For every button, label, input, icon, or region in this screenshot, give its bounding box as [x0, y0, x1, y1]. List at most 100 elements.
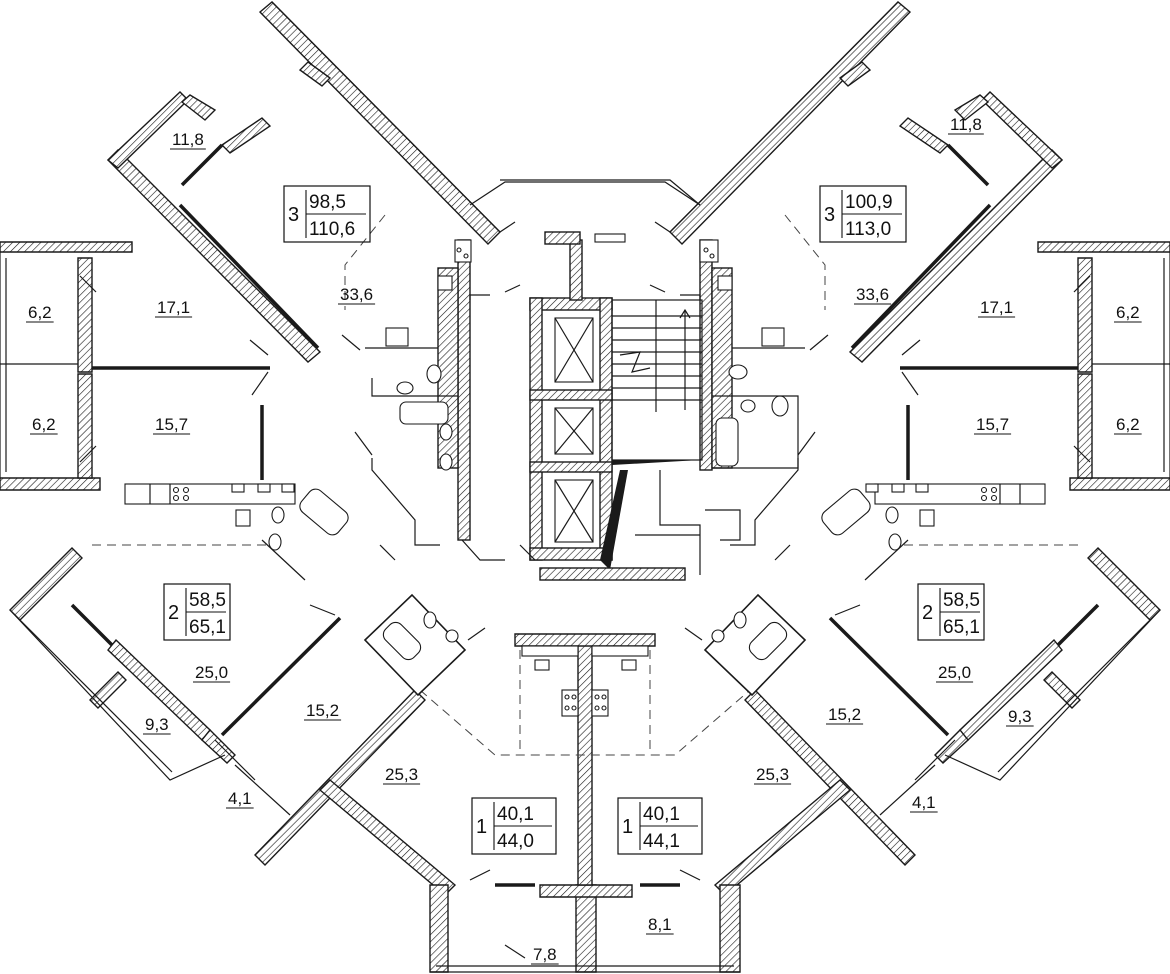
room-area-label: 25,0 [193, 663, 231, 683]
apartment-rooms: 1 [622, 816, 633, 838]
bathroom-bottom-left [363, 593, 467, 697]
room-area: 11,8 [950, 115, 982, 134]
apartment-rooms: 3 [824, 204, 835, 226]
room-area-label: 15,7 [974, 415, 1012, 435]
room-area: 4,1 [228, 789, 252, 808]
room-area-label: 6,2 [1114, 303, 1142, 323]
interior-partitions [92, 203, 1078, 737]
room-area-label: 15,7 [153, 415, 191, 435]
room-area: 6,2 [1116, 415, 1140, 434]
room-area-label: 17,1 [155, 298, 193, 318]
room-area: 6,2 [28, 303, 52, 322]
apartment-living-area: 58,5 [943, 590, 980, 611]
room-area: 17,1 [157, 298, 190, 317]
room-area: 25,3 [385, 765, 418, 784]
room-area-label: 11,8 [170, 130, 206, 150]
room-area-label: 15,2 [304, 701, 342, 721]
apartment-tag-box [819, 185, 907, 243]
room-area: 15,7 [976, 415, 1009, 434]
apartment-total-area: 44,1 [643, 831, 680, 852]
apartment-rooms: 1 [476, 816, 487, 838]
apartment-living-area: 58,5 [189, 590, 226, 611]
kitchen-right [821, 483, 1046, 581]
room-area-label: 4,1 [910, 793, 938, 813]
room-area: 33,6 [340, 285, 373, 304]
apartment-tag-box [471, 797, 557, 855]
room-area: 25,3 [756, 765, 789, 784]
apartment-living-area: 100,9 [845, 192, 893, 213]
apartment-total-area: 113,0 [845, 219, 891, 240]
room-area: 15,7 [155, 415, 188, 434]
room-area-label: 15,2 [826, 705, 864, 725]
apartment-tag-box [917, 583, 985, 641]
apartment-tags: 3 98,5 110,6 3 100,9 113,0 2 58,5 65,1 2 58,5 65,1 1… [163, 185, 985, 855]
room-area: 15,2 [306, 701, 339, 720]
room-area-label: 7,8 [531, 945, 559, 965]
room-area: 9,3 [1008, 707, 1032, 726]
bathroom-bottom-right [703, 593, 807, 697]
core [457, 231, 713, 581]
room-area: 17,1 [980, 298, 1013, 317]
bathroom-top-left [371, 239, 472, 471]
kitchen-left [124, 483, 349, 581]
room-area: 15,2 [828, 705, 861, 724]
room-area-label: 25,0 [936, 663, 974, 683]
apartment-living-area: 98,5 [309, 192, 346, 213]
room-area: 25,0 [195, 663, 228, 682]
apartment-tag-box [163, 583, 231, 641]
apartment-rooms: 3 [288, 204, 299, 226]
room-area-label: 11,8 [948, 115, 984, 135]
room-area-label: 25,3 [754, 765, 792, 785]
apartment-total-area: 65,1 [189, 617, 226, 638]
room-area-label: 17,1 [978, 298, 1016, 318]
room-area: 11,8 [172, 130, 204, 149]
apartment-tag: 3 100,9 113,0 [819, 185, 907, 243]
kitchen-bottom [521, 645, 649, 717]
room-area-label: 33,6 [854, 285, 892, 305]
room-area-label: 6,2 [30, 415, 58, 435]
room-area-label: 33,6 [338, 285, 376, 305]
apartment-rooms: 2 [922, 602, 933, 624]
apartment-tag: 2 58,5 65,1 [917, 583, 985, 641]
room-area-label: 8,1 [646, 915, 674, 935]
apartment-tag: 1 40,1 44,0 [471, 797, 557, 855]
elevator-1 [554, 317, 594, 383]
apartment-total-area: 110,6 [309, 219, 355, 240]
apartment-tag-box [617, 797, 703, 855]
room-area-label: 25,3 [383, 765, 421, 785]
apartment-tag: 2 58,5 65,1 [163, 583, 231, 641]
apartment-living-area: 40,1 [497, 804, 534, 825]
door-swings [79, 221, 1091, 959]
apartment-tag: 3 98,5 110,6 [283, 185, 371, 243]
hall-walls [371, 294, 799, 561]
room-area-label: 9,3 [1006, 707, 1034, 727]
room-area: 7,8 [533, 945, 557, 964]
stairwell [611, 299, 703, 461]
apartment-total-area: 65,1 [943, 617, 980, 638]
room-area: 8,1 [648, 915, 672, 934]
hall-dashed [92, 214, 1078, 756]
elevator-3 [554, 479, 594, 543]
room-area-label: 4,1 [226, 789, 254, 809]
room-area-label: 6,2 [1114, 415, 1142, 435]
room-area-label: 9,3 [143, 715, 171, 735]
room-area: 9,3 [145, 715, 169, 734]
apartment-living-area: 40,1 [643, 804, 680, 825]
windows [70, 143, 1100, 887]
apartment-tag-box [283, 185, 371, 243]
elevator-2 [554, 407, 594, 455]
room-area-label: 6,2 [26, 303, 54, 323]
room-area: 6,2 [32, 415, 56, 434]
room-area: 33,6 [856, 285, 889, 304]
apartment-tag: 1 40,1 44,1 [617, 797, 703, 855]
room-area: 4,1 [912, 793, 936, 812]
apartment-rooms: 2 [168, 602, 179, 624]
bathroom-top-right [699, 239, 799, 469]
room-area: 6,2 [1116, 303, 1140, 322]
apartment-total-area: 44,0 [497, 831, 534, 852]
room-area: 25,0 [938, 663, 971, 682]
room-labels: 11,8 11,8 33,6 33,6 17,1 17,1 6,2 6,2 15,7 15,7 6,… [26, 115, 1142, 965]
